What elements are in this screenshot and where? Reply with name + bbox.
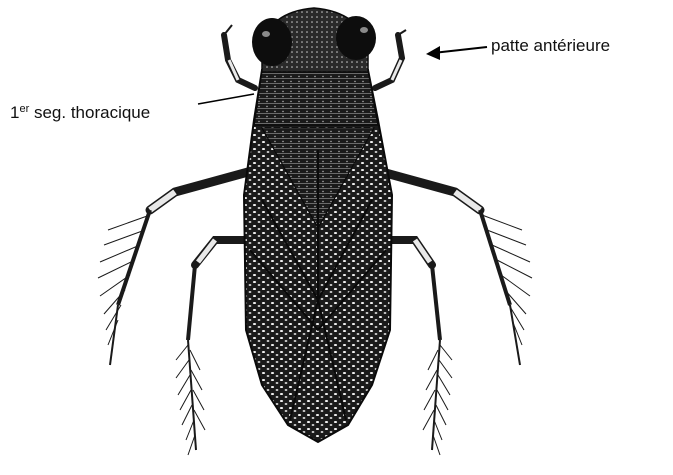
foreleg-pointer bbox=[426, 46, 487, 60]
left-eye bbox=[252, 18, 292, 66]
segment-pointer bbox=[198, 94, 254, 104]
segment-superscript: er bbox=[19, 103, 29, 115]
foreleg-left bbox=[224, 25, 255, 88]
hind-leg-right bbox=[382, 172, 532, 365]
segment-text: seg. thoracique bbox=[29, 103, 150, 122]
right-eye bbox=[336, 16, 376, 60]
thorax bbox=[254, 70, 378, 125]
foreleg-right bbox=[375, 30, 406, 88]
hind-leg-left bbox=[98, 172, 248, 365]
foreleg-label: patte antérieure bbox=[491, 36, 610, 56]
thoracic-segment-label: 1er seg. thoracique bbox=[10, 103, 150, 123]
middle-leg-left bbox=[176, 240, 250, 455]
